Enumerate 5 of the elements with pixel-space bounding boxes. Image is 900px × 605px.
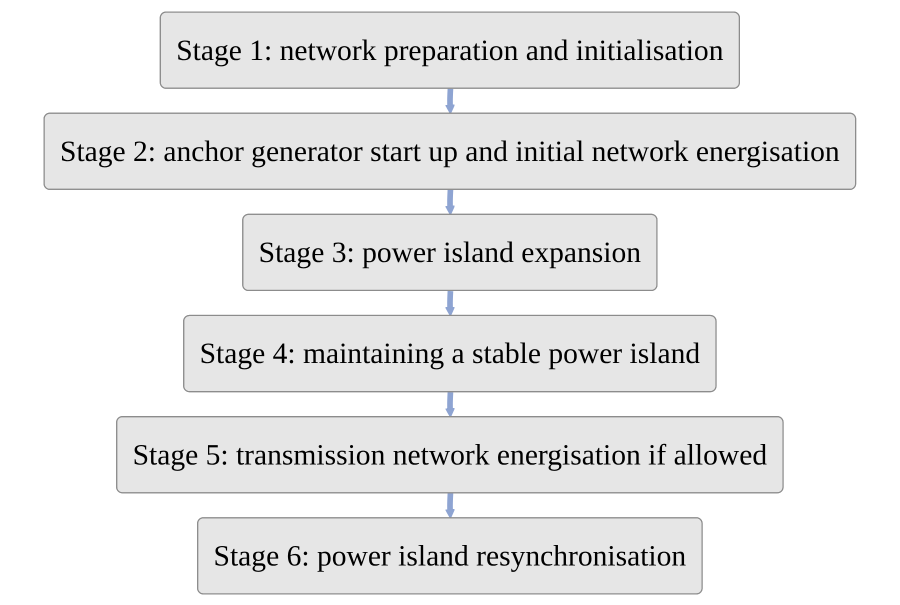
arrow <box>445 492 456 518</box>
arrow <box>445 188 456 215</box>
arrow <box>445 290 456 316</box>
arrow <box>445 390 456 418</box>
arrow <box>445 87 456 114</box>
